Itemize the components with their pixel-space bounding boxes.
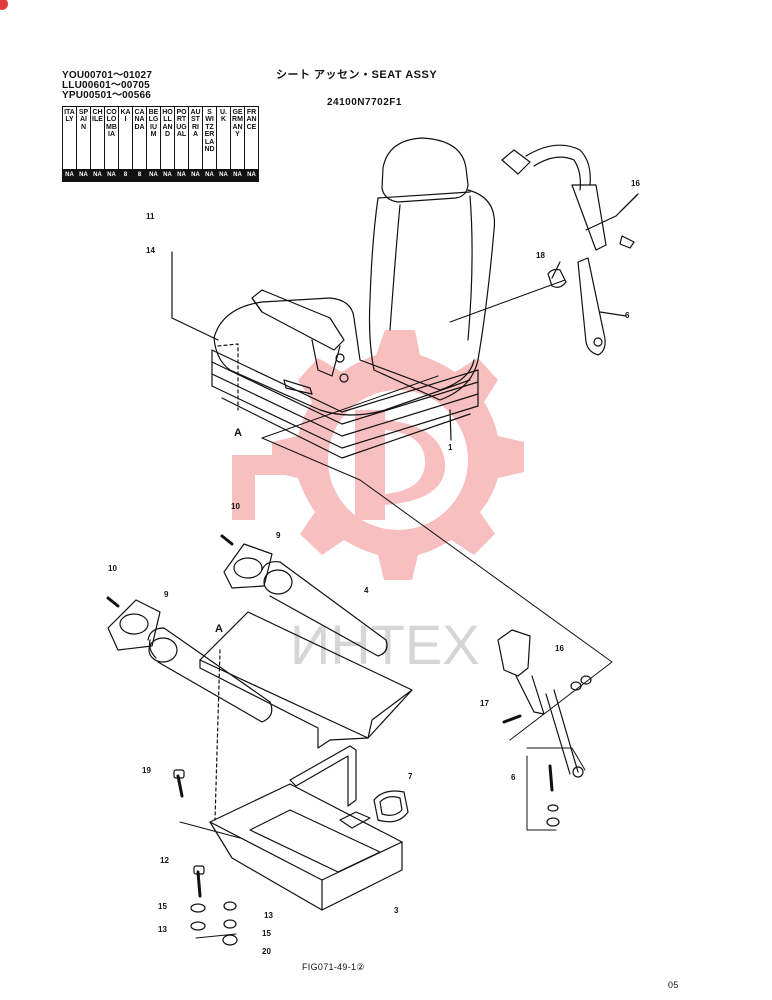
callout-13-right: 13 xyxy=(264,911,273,920)
callout-16-upper: 16 xyxy=(631,179,640,188)
serial-range-1: YOU00701～01027 xyxy=(62,70,153,81)
seat-assembly xyxy=(211,137,496,459)
callout-19: 19 xyxy=(142,766,151,775)
callout-10-upper: 10 xyxy=(231,502,240,511)
fasteners-lower xyxy=(173,769,241,946)
country-name: COLOMBIA xyxy=(106,109,117,139)
country-name: SWITZER LAND xyxy=(204,109,215,154)
ref-a-lower: A xyxy=(215,623,223,635)
callout-9-lower: 9 xyxy=(164,590,169,599)
callout-12: 12 xyxy=(160,856,169,865)
country-name: U.K xyxy=(220,109,227,124)
country-name: AUSTRIA xyxy=(190,109,201,139)
callout-labels: 11 14 A 1 16 18 6 10 9 10 9 4 A 16 17 19… xyxy=(108,179,640,956)
country-value: NA xyxy=(174,169,189,182)
part-code: 24100N7702F1 xyxy=(327,97,402,108)
figure-id: FIG071-49-1② xyxy=(302,962,365,972)
leader-lines xyxy=(171,193,639,831)
country-name: CHILE xyxy=(92,109,103,124)
serial-range-3: YPU00501～00566 xyxy=(62,90,151,101)
serial-list: YOU00701～01027 LLU00601～00705 YPU00501～0… xyxy=(62,71,152,101)
country-name: KAI xyxy=(120,109,131,124)
callout-7: 7 xyxy=(408,772,413,781)
country-name: FRANCE xyxy=(246,109,257,131)
country-value: NA xyxy=(146,169,161,182)
seat-belt-upper xyxy=(501,144,635,356)
rail-assembly xyxy=(106,534,413,821)
callout-16-lower: 16 xyxy=(555,644,564,653)
seat-belt-lower xyxy=(497,629,592,827)
country-name-cell: AUSTRIA xyxy=(188,106,203,170)
country-value: 8 xyxy=(118,169,133,182)
country-value: NA xyxy=(244,169,259,182)
country-name: PORTUGAL xyxy=(176,109,187,139)
callout-11: 11 xyxy=(146,212,155,221)
country-name: SPAIN xyxy=(78,109,89,131)
country-value: NA xyxy=(216,169,231,182)
country-value: 8 xyxy=(132,169,147,182)
country-name: ITALY xyxy=(64,109,75,124)
callout-10-lower: 10 xyxy=(108,564,117,573)
country-name: BELGIUM xyxy=(148,109,159,139)
callout-18: 18 xyxy=(536,251,545,260)
callout-20: 20 xyxy=(262,947,271,956)
callout-1: 1 xyxy=(448,443,453,452)
ref-a-upper: A xyxy=(234,427,242,439)
callout-17: 17 xyxy=(480,699,489,708)
callout-15-right: 15 xyxy=(262,929,271,938)
serial-range-2: LLU00601～00705 xyxy=(62,80,150,91)
country-name: CANADA xyxy=(134,109,145,131)
country-name-cell: PORTUGAL xyxy=(174,106,189,170)
callout-3: 3 xyxy=(394,906,399,915)
country-value: NA xyxy=(202,169,217,182)
callout-9-upper: 9 xyxy=(276,531,281,540)
country-name-cell: GERMANY xyxy=(230,106,245,170)
callout-6-lower: 6 xyxy=(511,773,516,782)
callout-14: 14 xyxy=(146,246,155,255)
country-value: NA xyxy=(104,169,119,182)
page-code: 05 xyxy=(668,980,679,990)
watermark-logo xyxy=(232,330,524,580)
diagram-title: シート アッセン・SEAT ASSY xyxy=(276,69,438,81)
callout-4: 4 xyxy=(364,586,369,595)
callout-6-upper: 6 xyxy=(625,311,630,320)
callout-15-left: 15 xyxy=(158,902,167,911)
country-name-cell: SWITZER LAND xyxy=(202,106,217,170)
country-name: GERMANY xyxy=(232,109,243,139)
watermark-text: ИНТЕХ xyxy=(290,613,480,676)
callout-13-left: 13 xyxy=(158,925,167,934)
corner-marker xyxy=(0,0,8,10)
country-name-cell: FRANCE xyxy=(244,106,259,170)
seat-box xyxy=(209,745,409,911)
country-name: HOLLAND xyxy=(162,109,173,139)
